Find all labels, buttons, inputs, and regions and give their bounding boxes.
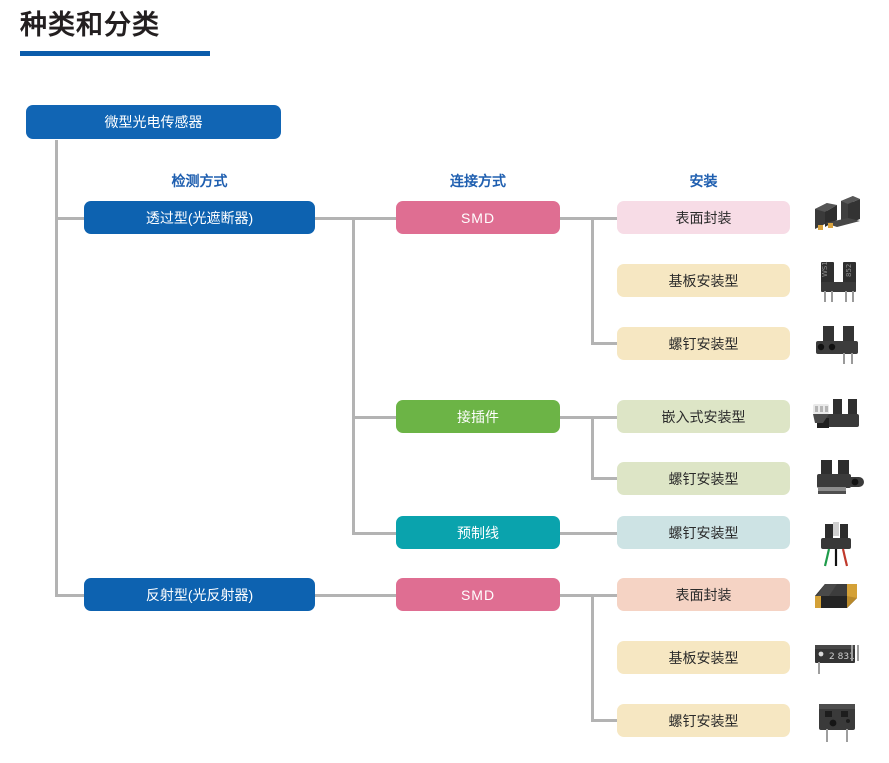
photo-slot-conn-screw: [807, 455, 869, 505]
photo-slot-smd-pcb: WS1 852: [807, 256, 869, 306]
node-mounting-conn-screw-label: 螺钉安装型: [668, 470, 739, 487]
node-type-reflective[interactable]: 反射型(光反射器): [84, 578, 315, 611]
connector-smd-bottom-to-screw: [591, 719, 620, 722]
connector-conn-stub: [558, 416, 620, 419]
connector-conn-branch: [591, 416, 594, 480]
photo-slot-smd-screw: [807, 319, 869, 369]
connector-root-to-transmissive: [55, 217, 87, 220]
node-mounting-conn-embed[interactable]: 嵌入式安装型: [617, 400, 790, 433]
photo-slot-refl-surface: [807, 570, 869, 620]
connector-smd-top-branch: [591, 217, 594, 345]
connector-smd-bottom-stub: [558, 594, 620, 597]
photo-slot-refl-screw: [807, 696, 869, 746]
svg-text:852: 852: [845, 264, 853, 277]
title-underline: [20, 51, 210, 56]
node-mounting-smd-surface[interactable]: 表面封装: [617, 201, 790, 234]
node-mounting-refl-pcb-label: 基板安装型: [668, 649, 739, 666]
column-header-detection: 检测方式: [171, 173, 228, 189]
connector-to-wire-node: [352, 532, 399, 535]
page-title: 种类和分类: [20, 10, 160, 40]
node-type-transmissive-label: 透过型(光遮断器): [145, 209, 254, 226]
node-mounting-refl-screw-label: 螺钉安装型: [668, 712, 739, 729]
column-header-connection: 连接方式: [450, 173, 506, 189]
node-mounting-smd-pcb[interactable]: 基板安装型: [617, 264, 790, 297]
node-connection-connector-label: 接插件: [457, 408, 499, 425]
node-mounting-smd-surface-label: 表面封装: [675, 209, 732, 226]
photo-slot-smd-surface: [807, 193, 869, 243]
node-connection-smd-transmissive-label: SMD: [460, 209, 496, 226]
node-root-label: 微型光电传感器: [104, 114, 203, 130]
node-mounting-refl-pcb[interactable]: 基板安装型: [617, 641, 790, 674]
svg-text:2 831: 2 831: [829, 652, 855, 662]
connector-wire-stub: [558, 532, 620, 535]
column-header-mounting: 安装: [689, 173, 718, 189]
node-mounting-wire-screw[interactable]: 螺钉安装型: [617, 516, 790, 549]
node-mounting-refl-surface-label: 表面封装: [675, 586, 732, 603]
node-connection-prewired[interactable]: 预制线: [396, 516, 560, 549]
node-mounting-smd-pcb-label: 基板安装型: [668, 272, 739, 289]
node-root[interactable]: 微型光电传感器: [26, 105, 281, 139]
node-mounting-wire-screw-label: 螺钉安装型: [668, 524, 739, 541]
connector-smd-top-stub: [558, 217, 620, 220]
node-connection-smd-reflective-label: SMD: [460, 586, 496, 603]
connector-to-connector-node: [352, 416, 399, 419]
node-mounting-refl-surface[interactable]: 表面封装: [617, 578, 790, 611]
photo-slot-wire-screw: [807, 518, 869, 568]
node-connection-smd-reflective[interactable]: SMD: [396, 578, 560, 611]
connector-smd-top-to-screw: [591, 342, 620, 345]
connector-root-to-reflective: [55, 594, 87, 597]
photo-slot-conn-embed: [807, 392, 869, 442]
photo-slot-refl-pcb: 2 831: [807, 633, 869, 683]
node-mounting-conn-embed-label: 嵌入式安装型: [661, 408, 746, 425]
connector-smd-bottom-branch: [591, 594, 594, 722]
connector-conn-to-screw: [591, 477, 620, 480]
node-type-transmissive[interactable]: 透过型(光遮断器): [84, 201, 315, 234]
node-connection-smd-transmissive[interactable]: SMD: [396, 201, 560, 234]
connector-reflective-stub: [313, 594, 399, 597]
node-mounting-smd-screw[interactable]: 螺钉安装型: [617, 327, 790, 360]
node-connection-connector[interactable]: 接插件: [396, 400, 560, 433]
node-type-reflective-label: 反射型(光反射器): [145, 586, 254, 603]
node-mounting-refl-screw[interactable]: 螺钉安装型: [617, 704, 790, 737]
svg-text:WS1: WS1: [821, 261, 829, 277]
node-connection-prewired-label: 预制线: [457, 524, 499, 541]
connector-transmissive-branch: [352, 217, 355, 535]
connector-transmissive-stub: [313, 217, 399, 220]
connector-root-trunk: [55, 140, 58, 597]
node-mounting-smd-screw-label: 螺钉安装型: [668, 335, 739, 352]
node-mounting-conn-screw[interactable]: 螺钉安装型: [617, 462, 790, 495]
